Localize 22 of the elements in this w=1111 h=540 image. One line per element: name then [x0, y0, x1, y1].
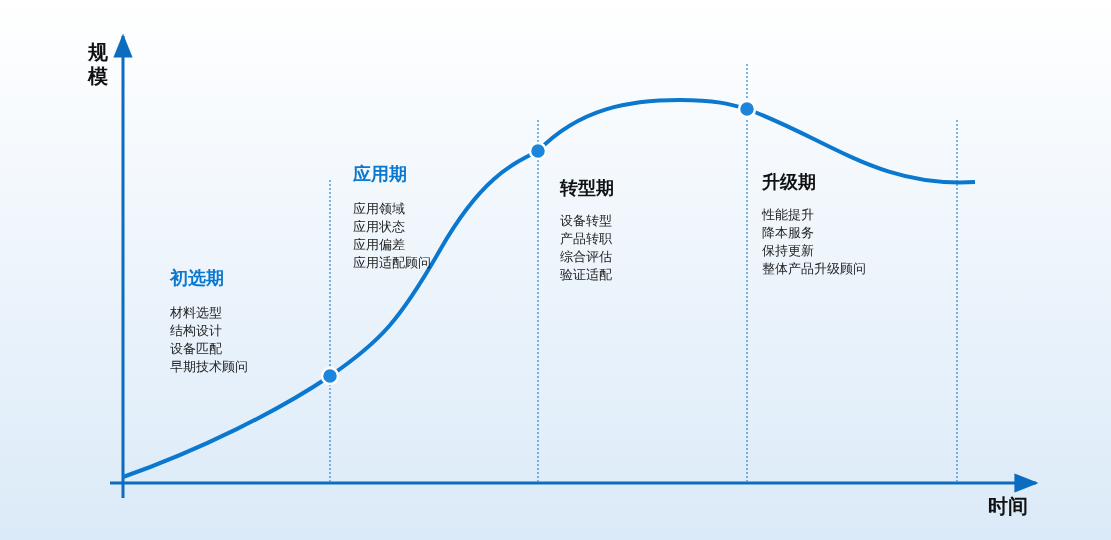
axis-title: 时间: [988, 494, 1028, 518]
stage-heading: 应用期: [353, 162, 407, 186]
list-item: 性能提升: [762, 206, 814, 224]
list-item: 降本服务: [762, 224, 814, 242]
list-item: 应用状态: [353, 218, 405, 236]
list-item: 保持更新: [762, 242, 814, 260]
stage-heading: 升级期: [762, 170, 816, 194]
list-item: 应用领域: [353, 200, 405, 218]
list-item: 验证适配: [560, 266, 612, 284]
list-item: 整体产品升级顾问: [762, 260, 866, 278]
stage-heading: 初选期: [170, 266, 224, 290]
list-item: 应用偏差: [353, 236, 405, 254]
axis-title: 规模: [88, 40, 109, 88]
list-item: 材料选型: [170, 304, 222, 322]
stage-heading: 转型期: [560, 176, 614, 200]
list-item: 设备匹配: [170, 340, 222, 358]
list-item: 综合评估: [560, 248, 612, 266]
list-item: 设备转型: [560, 212, 612, 230]
list-item: 产品转职: [560, 230, 612, 248]
list-item: 应用适配顾问: [353, 254, 431, 272]
list-item: 早期技术顾问: [170, 358, 248, 376]
list-item: 结构设计: [170, 322, 222, 340]
